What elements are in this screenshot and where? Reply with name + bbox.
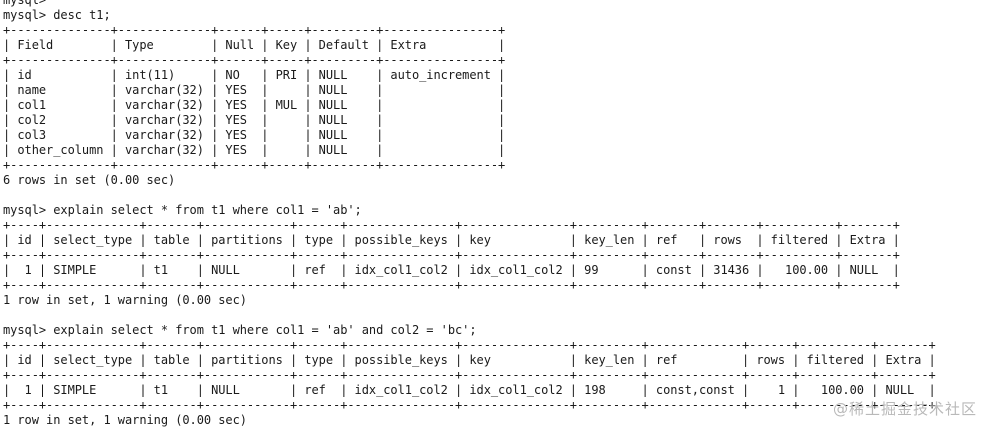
result-summary: 1 row in set, 1 warning (0.00 sec) [3,293,247,307]
terminal-line [3,188,989,203]
result-summary: 6 rows in set (0.00 sec) [3,173,176,187]
table-row: | name | varchar(32) | YES | | NULL | | [3,83,506,97]
table-border: +----+-------------+-------+------------… [3,338,936,352]
table-row: | col1 | varchar(32) | YES | MUL | NULL … [3,98,506,112]
table-border: +----+-------------+-------+------------… [3,278,900,292]
table-header-row: | id | select_type | table | partitions … [3,353,936,367]
result-summary: 1 row in set, 1 warning (0.00 sec) [3,413,247,427]
terminal-line: mysql> explain select * from t1 where co… [3,203,362,217]
table-border: +----+-------------+-------+------------… [3,218,900,232]
table-row: | 1 | SIMPLE | t1 | NULL | ref | idx_col… [3,263,900,277]
table-border: +--------------+-------------+------+---… [3,158,506,172]
watermark: @稀土掘金技术社区 [832,400,977,418]
table-row: | 1 | SIMPLE | t1 | NULL | ref | idx_col… [3,383,936,397]
table-row: | col3 | varchar(32) | YES | | NULL | | [3,128,506,142]
table-border: +----+-------------+-------+------------… [3,248,900,262]
table-row: | id | int(11) | NO | PRI | NULL | auto_… [3,68,506,82]
terminal-line: mysql> desc t1; [3,8,111,22]
table-header-row: | Field | Type | Null | Key | Default | … [3,38,506,52]
table-border: +----+-------------+-------+------------… [3,398,936,412]
terminal-line: mysql> explain select * from t1 where co… [3,323,477,337]
table-row: | col2 | varchar(32) | YES | | NULL | | [3,113,506,127]
table-border: +--------------+-------------+------+---… [3,23,506,37]
table-header-row: | id | select_type | table | partitions … [3,233,900,247]
terminal-line: mysql> [3,0,47,7]
terminal-line [3,308,989,323]
table-border: +----+-------------+-------+------------… [3,368,936,382]
table-row: | other_column | varchar(32) | YES | | N… [3,143,506,157]
terminal-output[interactable]: mysql> mysql> desc t1; +--------------+-… [3,0,989,433]
table-border: +--------------+-------------+------+---… [3,53,506,67]
